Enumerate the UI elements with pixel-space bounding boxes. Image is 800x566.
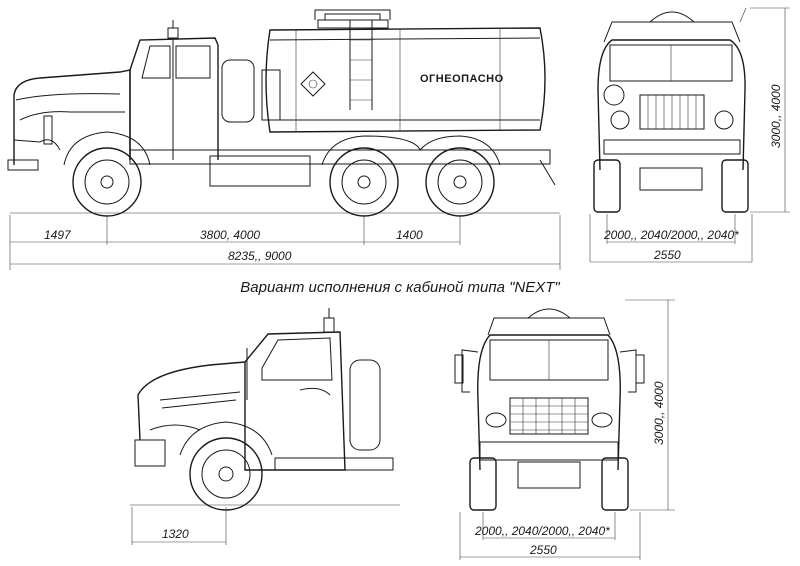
dim-height-top: 3000,, 4000 bbox=[769, 84, 783, 148]
variant-caption: Вариант исполнения с кабиной типа "NEXT" bbox=[240, 279, 560, 296]
dim-height-next: 3000,, 4000 bbox=[652, 381, 666, 445]
side-front-wheel bbox=[72, 147, 142, 217]
dim-wheelbase: 3800, 4000 bbox=[200, 228, 260, 242]
dim-track-next: 2000,, 2040/2000,, 2040* bbox=[474, 524, 610, 538]
dim-track-top: 2000,, 2040/2000,, 2040* bbox=[603, 228, 739, 242]
dim-front-overhang: 1497 bbox=[44, 228, 72, 242]
dim-width-next: 2550 bbox=[529, 543, 557, 557]
side-rear-wheel bbox=[425, 147, 495, 217]
dim-next-front-overhang: 1320 bbox=[162, 527, 189, 541]
side-view-next-cab: 1320 bbox=[130, 308, 400, 545]
dim-width-top: 2550 bbox=[653, 248, 681, 262]
next-front-wheel bbox=[189, 437, 263, 511]
side-view-tanker: ОГНЕОПАСНО 1497 bbox=[7, 9, 561, 270]
dim-overall-length: 8235,, 9000 bbox=[228, 249, 292, 263]
front-view-next-cab: 2000,, 2040/2000,, 2040* 2550 3000,, 400… bbox=[454, 299, 675, 560]
front-view-tanker: 2000,, 2040/2000,, 2040* 2550 3000,, 400… bbox=[589, 7, 790, 263]
tank-warning-label: ОГНЕОПАСНО bbox=[420, 73, 504, 85]
dim-rear-axle-spacing: 1400 bbox=[396, 228, 423, 242]
side-middle-wheel bbox=[329, 147, 399, 217]
